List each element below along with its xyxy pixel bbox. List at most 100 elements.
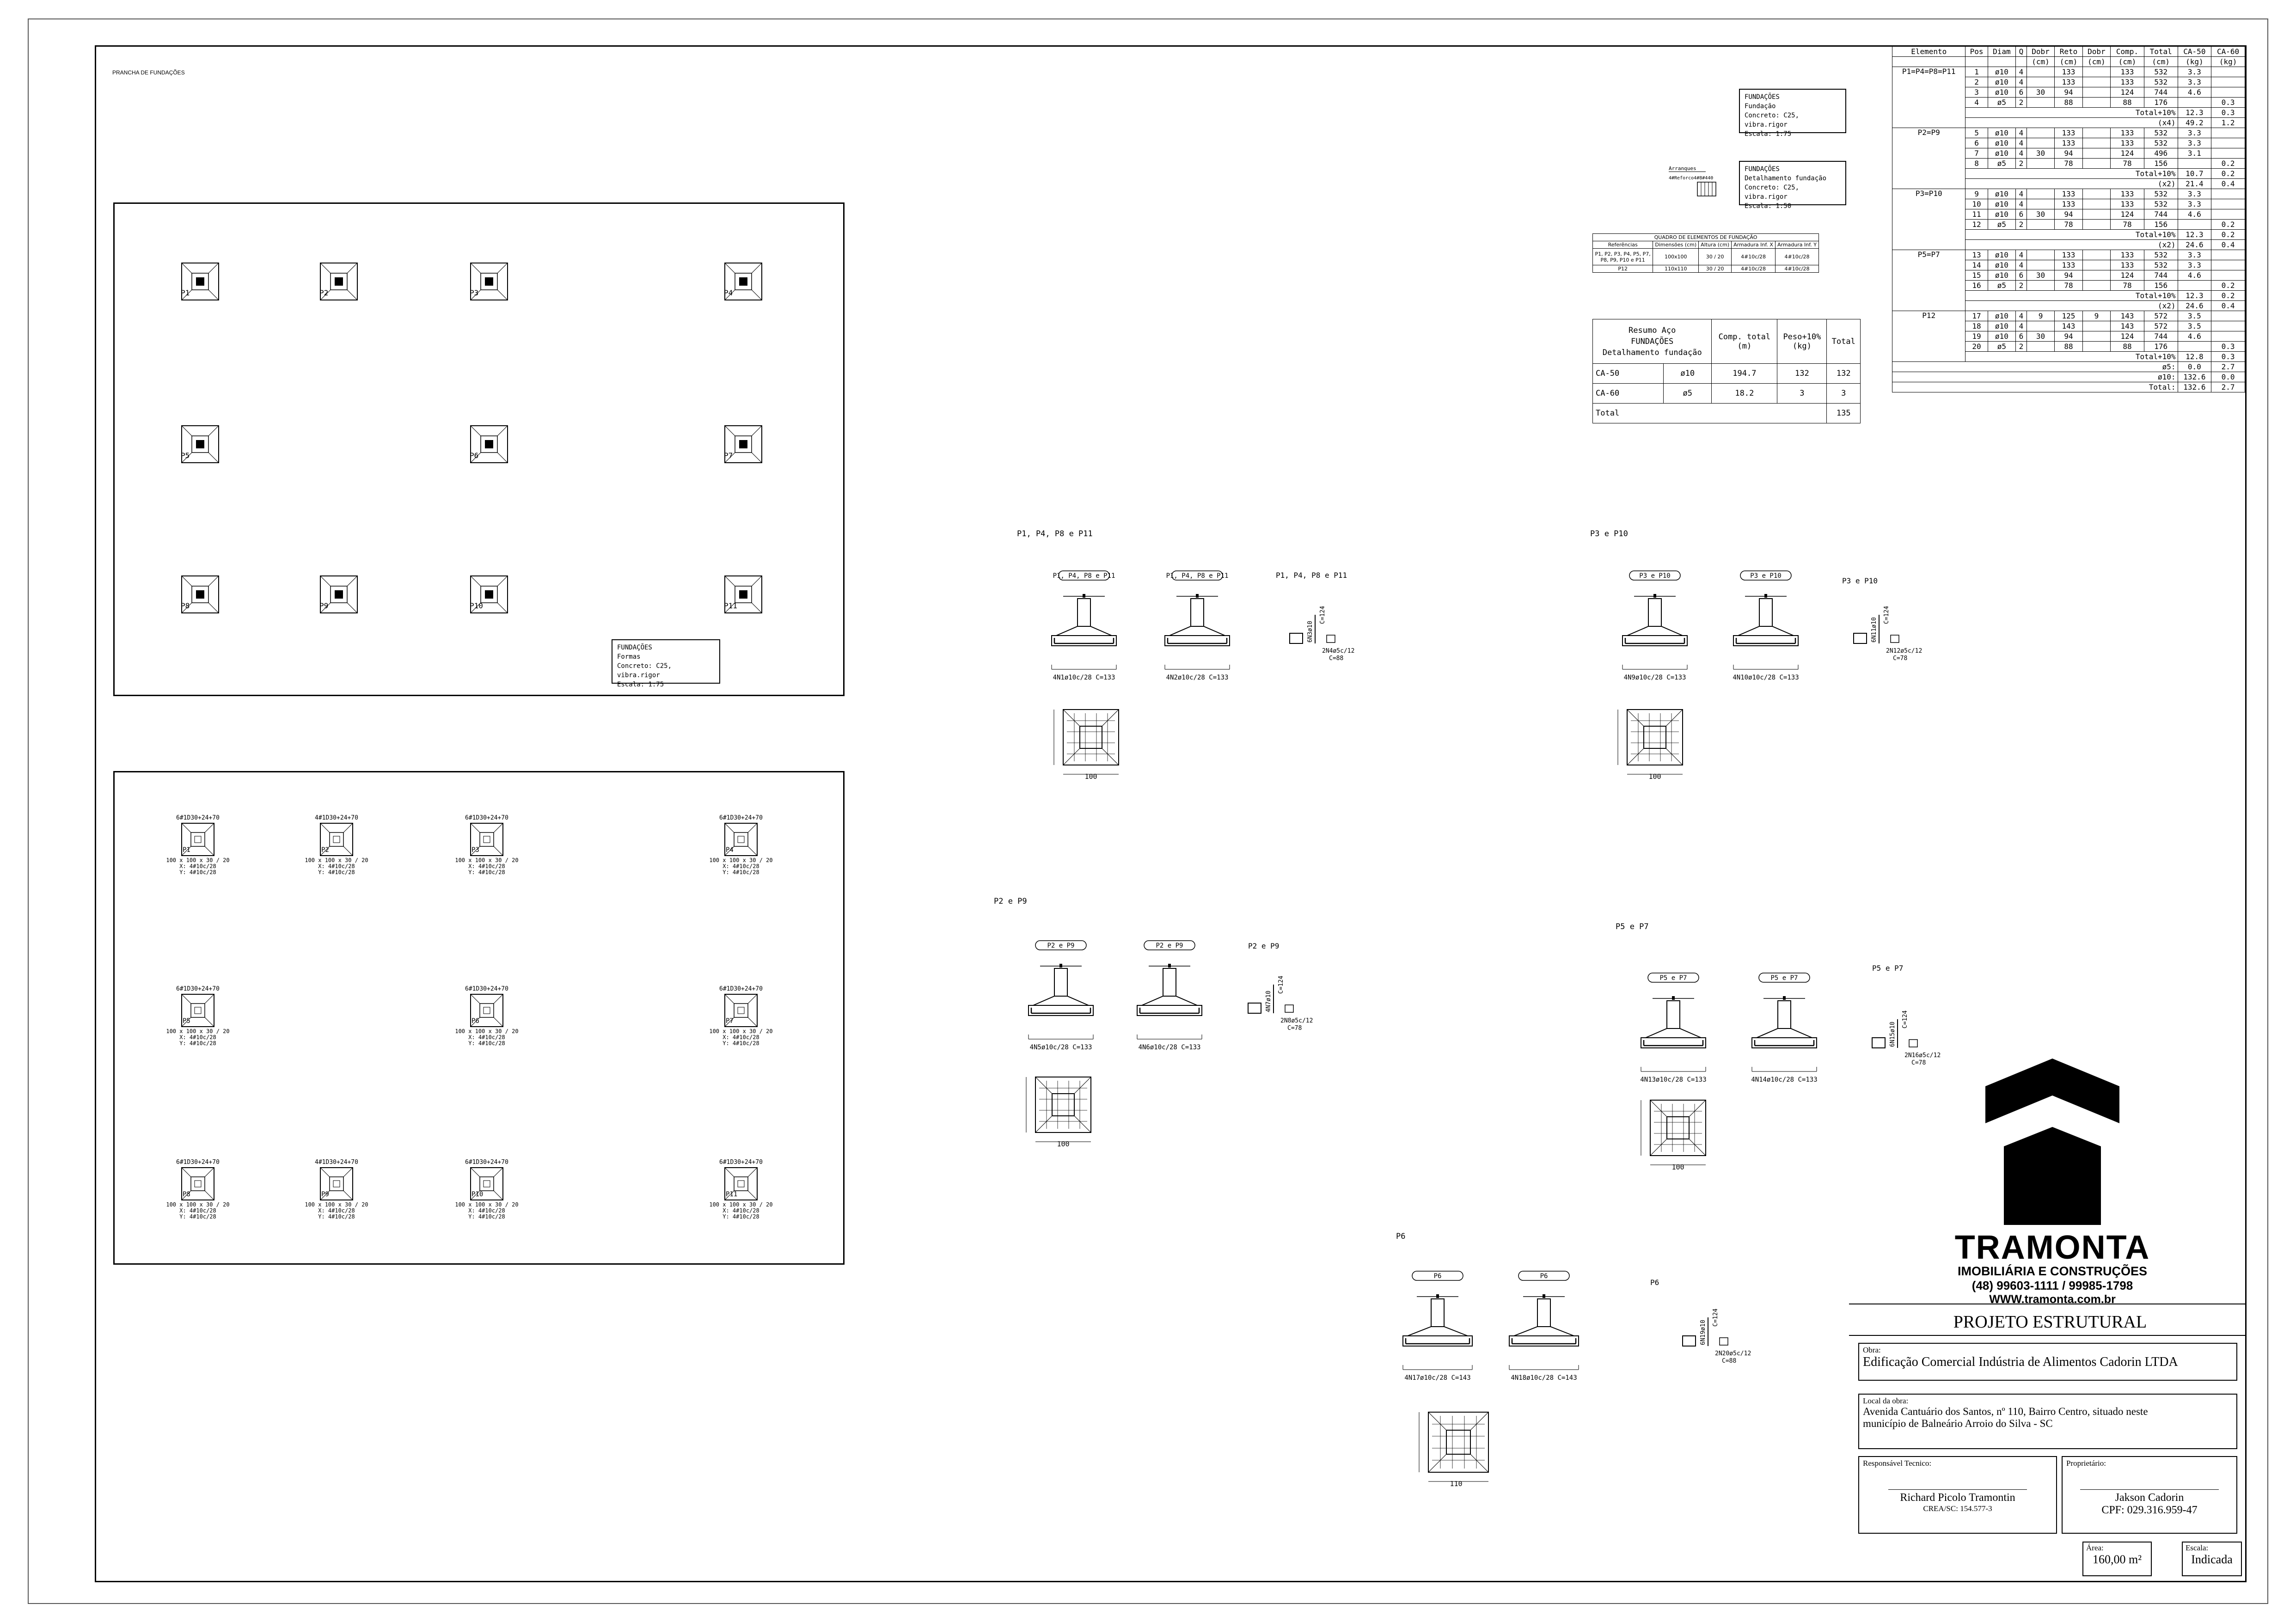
plan-column (1079, 726, 1102, 749)
footing-outline (470, 1167, 503, 1200)
area-label: Área: (2086, 1543, 2104, 1552)
table-cell: 4#10c/28 (1731, 265, 1776, 273)
summary-cell: 3 (1777, 383, 1827, 404)
pillar-section (196, 590, 204, 599)
note-line: Escala: 1:75 (1745, 130, 1792, 138)
footing-outline (181, 823, 214, 856)
plan-dimension: 100 (1671, 1163, 1684, 1171)
footing-edge (181, 602, 192, 613)
pillar-section (737, 1007, 745, 1014)
bar-callout: 4N5ø10c/28 C=133 (1030, 1044, 1092, 1051)
pillar-section (483, 1180, 490, 1187)
summary-header-line: Comp. total (1718, 332, 1771, 342)
owner-label: Proprietário: (2066, 1459, 2106, 1468)
schedule-cell: 133 (2110, 260, 2144, 270)
footing-outline (181, 1167, 214, 1200)
vertical-bar-length: C=124 (1712, 1309, 1719, 1327)
rebar-callout: 6#1D30+24+70 (465, 814, 508, 821)
stirrup-length: C=78 (1911, 1059, 1926, 1066)
schedule-cell: 16 (1965, 280, 1988, 291)
column-stub (1653, 594, 1656, 598)
footing-base (1028, 1005, 1094, 1016)
scale-label: Escala: (2186, 1543, 2209, 1552)
footing-edge (470, 602, 481, 613)
stirrup-shape (1909, 1039, 1918, 1047)
column-section (1777, 1000, 1791, 1029)
pillar-label: P1 (183, 846, 190, 854)
x-bars: X: 4#10c/28 (722, 1034, 759, 1041)
summary-header-line: (kg) (1792, 341, 1812, 351)
detail-title: P5 e P7 (1616, 922, 1649, 931)
footing-outline (320, 575, 358, 613)
rebar-callout: 6#1D30+24+70 (176, 814, 220, 821)
footing-edge (347, 263, 358, 274)
footing-step (480, 273, 498, 290)
plan-edge (1470, 1412, 1489, 1431)
schedule-cell: Dobr (2082, 46, 2111, 57)
rebar-callout: 6#1D30+24+70 (176, 985, 220, 992)
plan-edge (1428, 1454, 1447, 1473)
schedule-cell: CA-60 (2211, 46, 2245, 57)
footing-slope (1756, 1028, 1812, 1038)
footing-edge (320, 1190, 330, 1200)
footing-outline (470, 425, 508, 463)
stirrup-section (1853, 633, 1867, 644)
column-stub (1196, 594, 1199, 598)
footing-edge (497, 575, 508, 587)
footing-edge (497, 452, 508, 463)
forms-plan-note: FUNDAÇÕES Formas Concreto: C25, vibra.ri… (612, 639, 720, 688)
footing-edge (724, 452, 735, 463)
footing-symbol: P4 (724, 263, 762, 300)
plan-column (1643, 726, 1666, 749)
footing-edge (181, 289, 192, 300)
plan-edge (1102, 709, 1119, 727)
schedule-cell: 0.2 (2211, 280, 2245, 291)
table-header: Altura (cm) (1698, 241, 1732, 249)
footing-edge (493, 1190, 503, 1200)
footing-edge (204, 1017, 214, 1027)
column-stub (1783, 996, 1786, 1000)
plan-outline (1627, 709, 1683, 765)
vertical-bar-length: C=124 (1902, 1010, 1909, 1028)
plan-edge (1627, 709, 1644, 727)
footing-edge (181, 994, 191, 1004)
footing-base (1751, 1037, 1817, 1048)
local-line: Avenida Cantuário dos Santos, nº 110, Ba… (1863, 1406, 2148, 1417)
stirrup-callout: 2N8ø5c/12 (1280, 1017, 1313, 1024)
stirrup-callout: 2N20ø5c/12 (1715, 1350, 1751, 1357)
stirrup-section (1248, 1003, 1261, 1014)
footing-base (1137, 1005, 1202, 1016)
arranque-title: Arranques (1669, 165, 1706, 172)
scale-field: Escala: Indicada (2182, 1542, 2242, 1576)
footing-step (735, 586, 752, 603)
footing-edge (343, 846, 353, 856)
stirrup-shape (1890, 635, 1899, 643)
footing-edge (208, 575, 219, 587)
table-cell: 100x100 (1653, 248, 1699, 265)
footing-edge (724, 1190, 735, 1200)
arranque-symbol (1697, 182, 1716, 196)
rebar-callout: 4#1D30+24+70 (315, 1159, 358, 1166)
schedule-cell: 4.6 (2177, 331, 2212, 342)
stirrup-length: C=78 (1893, 655, 1907, 662)
pillar-label: P10 (470, 601, 483, 610)
arranque-value: 4#Reforco4#8#440 (1669, 176, 1714, 181)
note-line: Concreto: C25, vibra.rigor (1745, 112, 1800, 129)
footing-outline (320, 823, 353, 856)
y-bars: Y: 4#10c/28 (318, 869, 355, 875)
x-bars: X: 4#10c/28 (722, 863, 759, 869)
rebar-callout: 6#1D30+24+70 (465, 985, 508, 992)
pillar-label: P5 (183, 1017, 190, 1025)
footing-outline (320, 1167, 353, 1200)
section-title: P2 e P9 (1248, 942, 1279, 950)
footing-edge (724, 575, 735, 587)
footing-edge (181, 1167, 191, 1177)
